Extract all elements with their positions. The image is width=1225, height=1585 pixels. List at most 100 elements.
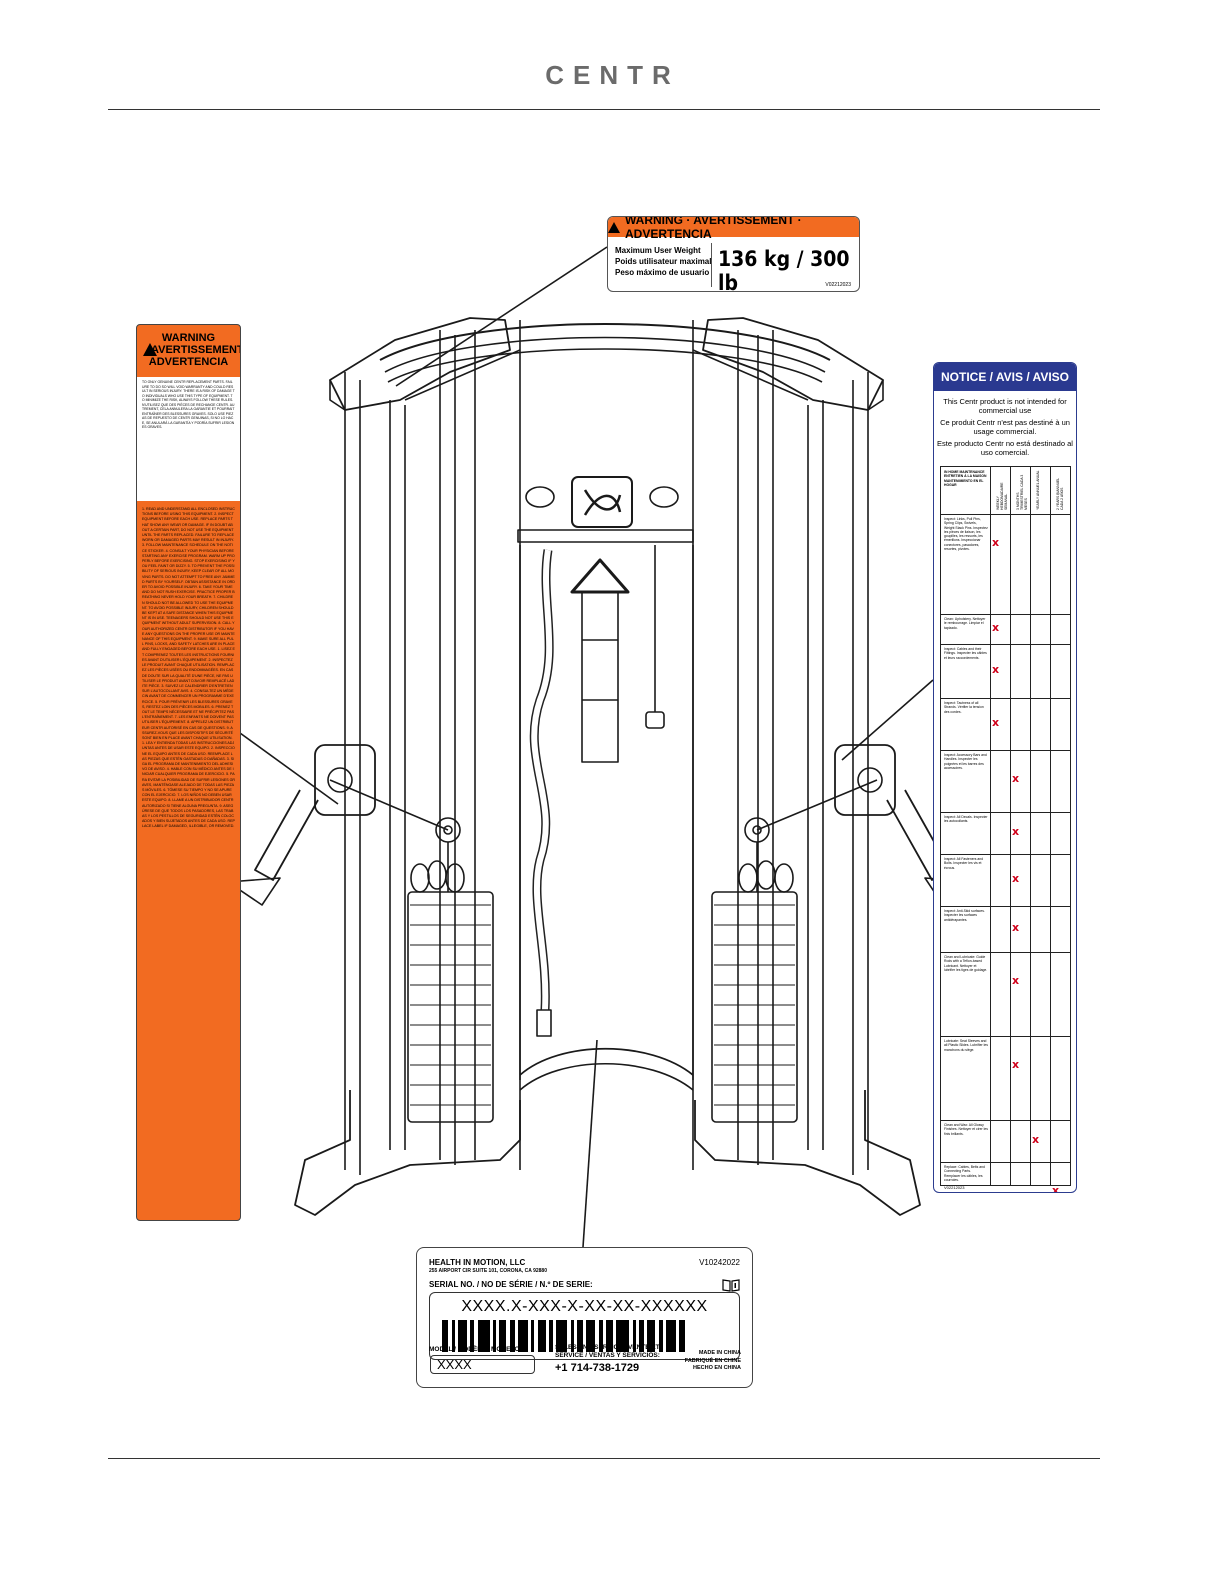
- barcode-bar: [556, 1320, 567, 1352]
- maintenance-mark: x: [992, 621, 1000, 634]
- warning-heading: WARNING AVERTISSEMENT ADVERTENCIA: [137, 332, 240, 368]
- maintenance-task: Clean and Wax: All Glossy Finishes. Nett…: [944, 1123, 988, 1136]
- barcode-bar: [478, 1320, 490, 1352]
- barcode-bar: [586, 1320, 595, 1352]
- col-yearly: YEARLY ANNUEL ANUAL: [1036, 470, 1040, 510]
- service-phone: +1 714-738-1729: [555, 1362, 640, 1374]
- barcode-bar: [538, 1320, 546, 1352]
- table-divider: [940, 750, 1071, 751]
- manual-book-icon: [722, 1279, 740, 1292]
- table-divider: [940, 854, 1071, 855]
- barcode-bar: [531, 1320, 534, 1352]
- made-in-fr: FABRIQUÉ EN CHINE: [684, 1357, 741, 1364]
- barcode-bar: [442, 1320, 448, 1352]
- barcode-bar: [452, 1320, 455, 1352]
- company-address: 255 AIRPORT CIR SUITE 101, CORONA, CA 92…: [429, 1268, 547, 1274]
- table-divider: [940, 1036, 1071, 1037]
- weight-divider: [711, 243, 712, 287]
- warning-heading-es: ADVERTENCIA: [148, 356, 229, 368]
- barcode-bar: [659, 1320, 663, 1352]
- serial-heading: SERIAL NO. / NO DE SÉRIE / N.º DE SERIE:: [429, 1280, 593, 1289]
- notice-text-es: Este producto Centr no está destinado al…: [937, 439, 1073, 457]
- notice-maintenance-label: NOTICE / AVIS / AVISO This Centr product…: [933, 362, 1077, 1193]
- maintenance-task: Inspect: All Decals. Inspecter les autoc…: [944, 815, 988, 824]
- barcode-bar: [493, 1320, 496, 1352]
- serial-box: XXXX.X-XXX-X-XX-XX-XXXXXX: [429, 1292, 740, 1360]
- warning-intro-text: TO ONLY GENUINE CENTR REPLACEMENT PARTS.…: [142, 380, 235, 429]
- max-weight-value: 136 kg / 300 lb: [718, 247, 850, 292]
- made-in-es: HECHO EN CHINA: [693, 1365, 741, 1371]
- notice-text-en: This Centr product is not intended for c…: [943, 397, 1067, 415]
- barcode-bar: [510, 1320, 515, 1352]
- warning-triangle-icon: [608, 221, 620, 233]
- safety-warning-label: WARNING AVERTISSEMENT ADVERTENCIA TO ONL…: [136, 324, 241, 1221]
- table-divider: [940, 906, 1071, 907]
- table-divider: [940, 698, 1071, 699]
- barcode-bar: [647, 1320, 655, 1352]
- sales-heading: SALES AND SERVICE / VENTE ET SERVICE / V…: [555, 1344, 660, 1359]
- maintenance-task: Clean: Upholstery. Nettoyer le rembourra…: [944, 617, 986, 630]
- barcode-bar: [639, 1320, 644, 1352]
- barcode-bar: [571, 1320, 574, 1352]
- maintenance-mark: x: [992, 663, 1000, 676]
- leader-line-serial: [582, 1039, 598, 1248]
- table-divider: [940, 614, 1071, 615]
- maintenance-mark: x: [1012, 974, 1020, 987]
- barcode-bar: [616, 1320, 629, 1352]
- barcode-bar: [549, 1320, 553, 1352]
- weight-caption-fr: Poids utilisateur maximal: [615, 257, 712, 266]
- model-box: XXXX: [430, 1355, 535, 1374]
- table-divider: [940, 1120, 1071, 1121]
- maintenance-mark: x: [1012, 1058, 1020, 1071]
- notice-text-fr: Ce produit Centr n'est pas destiné à un …: [940, 418, 1070, 436]
- serial-number-label: HEALTH IN MOTION, LLC 255 AIRPORT CIR SU…: [416, 1247, 753, 1388]
- maintenance-task: Inspect: Links, Pull Pins, Spring Clips,…: [944, 517, 988, 552]
- weight-caption-es: Peso máximo de usuario: [615, 268, 710, 277]
- warning-banner: WARNING · AVERTISSEMENT · ADVERTENCIA: [608, 217, 859, 241]
- maintenance-mark: x: [1032, 1133, 1040, 1146]
- barcode-bar: [470, 1320, 474, 1352]
- maintenance-mark: x: [1012, 772, 1020, 785]
- maintenance-task: Lubricate: Seat Sleeves and all Plastic …: [944, 1039, 988, 1052]
- barcode-bar: [606, 1320, 613, 1352]
- maintenance-mark: x: [1012, 921, 1020, 934]
- barcode-bar: [599, 1320, 603, 1352]
- model-value: XXXX: [437, 1357, 472, 1372]
- weight-caption-en: Maximum User Weight: [615, 246, 701, 255]
- weight-label-code: V02212023: [825, 282, 851, 288]
- notice-title: NOTICE / AVIS / AVISO: [934, 363, 1076, 391]
- maintenance-mark: x: [992, 716, 1000, 729]
- maintenance-table: IN HOME MAINTENANCE ENTRETIEN À LA MAISO…: [940, 466, 1071, 1192]
- maintenance-task: Inspect: Tautness of all Strands. Vérifi…: [944, 701, 984, 714]
- leader-line-warning-left: [239, 732, 339, 805]
- barcode-bar: [666, 1320, 676, 1352]
- barcode-bar: [499, 1320, 506, 1352]
- barcode: [442, 1320, 685, 1352]
- warning-white-panel: TO ONLY GENUINE CENTR REPLACEMENT PARTS.…: [137, 377, 240, 501]
- max-user-weight-label: WARNING · AVERTISSEMENT · ADVERTENCIA Ma…: [607, 216, 860, 292]
- maintenance-mark: x: [1012, 872, 1020, 885]
- col-3-months: 3 MONTHS TRIMESTRIEL CADA 3 MESES: [1016, 474, 1028, 510]
- warning-heading-en: WARNING: [161, 332, 216, 344]
- barcode-bar: [679, 1320, 685, 1352]
- warning-triangle-icon: [143, 343, 157, 356]
- leader-line-notice: [841, 679, 934, 761]
- leader-line-weight: [395, 246, 608, 387]
- made-in: MADE IN CHINA FABRIQUÉ EN CHINE HECHO EN…: [679, 1350, 741, 1373]
- maintenance-task: Replace: Cables, Belts and Connecting Pa…: [944, 1165, 985, 1182]
- footer-divider: [108, 1458, 1100, 1459]
- maintenance-task: Inspect: All Fasteners and Bolts. Inspec…: [944, 857, 984, 870]
- table-divider: [940, 514, 1071, 515]
- barcode-bar: [577, 1320, 583, 1352]
- maintenance-table-header: IN HOME MAINTENANCE ENTRETIEN À LA MAISO…: [944, 470, 987, 487]
- maintenance-mark: x: [1012, 825, 1020, 838]
- barcode-bar: [633, 1320, 636, 1352]
- table-divider: [940, 952, 1071, 953]
- notice-label-code: V02212023: [944, 1185, 965, 1190]
- header-divider: [108, 109, 1100, 110]
- weight-caption: Maximum User Weight Poids utilisateur ma…: [615, 245, 711, 278]
- col-weekly: WEEKLY HEBDOMADAIRE SEMANAL: [996, 482, 1008, 510]
- maintenance-mark: x: [992, 536, 1000, 549]
- brand-logo: CENTR: [545, 60, 680, 90]
